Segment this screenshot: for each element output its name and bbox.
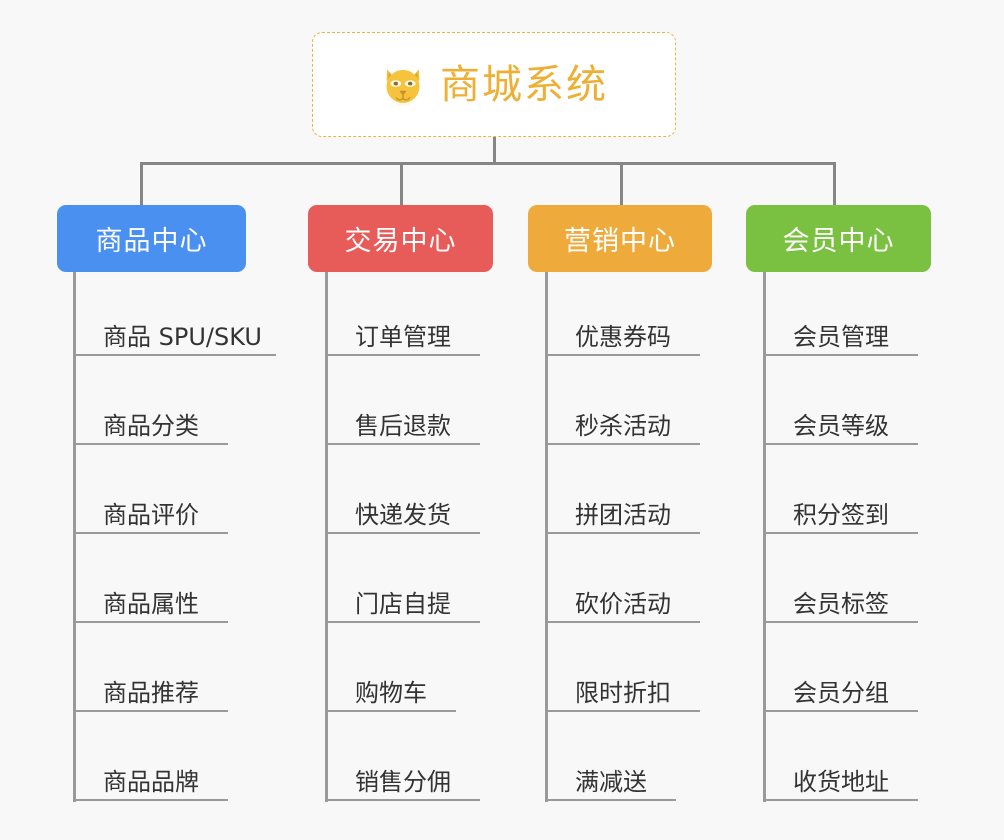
leaf-item-marketing-6[interactable]: 满减送 <box>545 761 676 801</box>
connector-root-stem <box>493 137 496 164</box>
leaf-item-marketing-4[interactable]: 砍价活动 <box>545 583 700 623</box>
leaf-item-member-3[interactable]: 积分签到 <box>763 494 918 534</box>
connector-drop-4 <box>833 162 836 205</box>
leaf-item-product-6[interactable]: 商品品牌 <box>73 761 228 801</box>
leaf-item-label: 商品推荐 <box>103 678 199 707</box>
leaf-item-member-1[interactable]: 会员管理 <box>763 316 918 356</box>
leaf-item-label: 优惠券码 <box>575 322 671 351</box>
category-header-label: 商品中心 <box>95 226 208 257</box>
leaf-item-label: 会员分组 <box>793 678 889 707</box>
leaf-item-label: 积分签到 <box>793 500 889 529</box>
leaf-item-label: 销售分佣 <box>355 767 451 796</box>
leaf-item-label: 商品品牌 <box>103 767 199 796</box>
leaf-item-product-3[interactable]: 商品评价 <box>73 494 228 534</box>
leaf-item-label: 砍价活动 <box>575 589 671 618</box>
leaf-spine-product <box>73 272 76 802</box>
leaf-item-label: 收货地址 <box>793 767 889 796</box>
leaf-item-trade-2[interactable]: 售后退款 <box>325 405 480 445</box>
leaf-item-member-4[interactable]: 会员标签 <box>763 583 918 623</box>
leaf-item-product-1[interactable]: 商品 SPU/SKU <box>73 316 276 356</box>
category-header-marketing[interactable]: 营销中心 <box>528 205 712 272</box>
leaf-spine-marketing <box>545 272 548 802</box>
dog-face-icon <box>380 62 426 108</box>
category-header-member[interactable]: 会员中心 <box>746 205 931 272</box>
leaf-item-label: 快递发货 <box>355 500 451 529</box>
connector-horizontal-bus <box>140 162 836 165</box>
leaf-item-member-2[interactable]: 会员等级 <box>763 405 918 445</box>
category-header-label: 会员中心 <box>782 226 895 257</box>
leaf-item-label: 秒杀活动 <box>575 411 671 440</box>
leaf-spine-trade <box>325 272 328 802</box>
leaf-item-trade-1[interactable]: 订单管理 <box>325 316 480 356</box>
category-header-trade[interactable]: 交易中心 <box>308 205 493 272</box>
leaf-item-label: 满减送 <box>575 767 647 796</box>
leaf-item-label: 门店自提 <box>355 589 451 618</box>
leaf-item-marketing-3[interactable]: 拼团活动 <box>545 494 700 534</box>
leaf-item-product-5[interactable]: 商品推荐 <box>73 672 228 712</box>
leaf-item-label: 商品分类 <box>103 411 199 440</box>
leaf-item-marketing-5[interactable]: 限时折扣 <box>545 672 700 712</box>
leaf-item-member-5[interactable]: 会员分组 <box>763 672 918 712</box>
root-node-shop-system[interactable]: 商城系统 <box>312 32 676 137</box>
connector-drop-2 <box>400 162 403 205</box>
leaf-item-label: 会员等级 <box>793 411 889 440</box>
root-node-title: 商城系统 <box>440 61 608 108</box>
leaf-item-label: 商品评价 <box>103 500 199 529</box>
leaf-item-marketing-1[interactable]: 优惠券码 <box>545 316 700 356</box>
leaf-item-label: 拼团活动 <box>575 500 671 529</box>
leaf-item-trade-4[interactable]: 门店自提 <box>325 583 480 623</box>
leaf-item-label: 限时折扣 <box>575 678 671 707</box>
leaf-item-label: 订单管理 <box>355 322 451 351</box>
leaf-item-label: 会员管理 <box>793 322 889 351</box>
category-header-label: 营销中心 <box>564 226 676 257</box>
leaf-item-marketing-2[interactable]: 秒杀活动 <box>545 405 700 445</box>
leaf-item-trade-3[interactable]: 快递发货 <box>325 494 480 534</box>
leaf-item-label: 会员标签 <box>793 589 889 618</box>
leaf-item-label: 商品 SPU/SKU <box>103 322 262 351</box>
leaf-item-member-6[interactable]: 收货地址 <box>763 761 918 801</box>
leaf-item-product-2[interactable]: 商品分类 <box>73 405 228 445</box>
category-header-product[interactable]: 商品中心 <box>57 205 246 272</box>
leaf-item-trade-5[interactable]: 购物车 <box>325 672 456 712</box>
leaf-item-label: 购物车 <box>355 678 427 707</box>
leaf-item-product-4[interactable]: 商品属性 <box>73 583 228 623</box>
leaf-item-label: 商品属性 <box>103 589 199 618</box>
leaf-spine-member <box>763 272 766 802</box>
connector-drop-3 <box>620 162 623 205</box>
leaf-item-trade-6[interactable]: 销售分佣 <box>325 761 480 801</box>
connector-drop-1 <box>140 162 143 205</box>
leaf-item-label: 售后退款 <box>355 411 451 440</box>
category-header-label: 交易中心 <box>344 226 457 257</box>
